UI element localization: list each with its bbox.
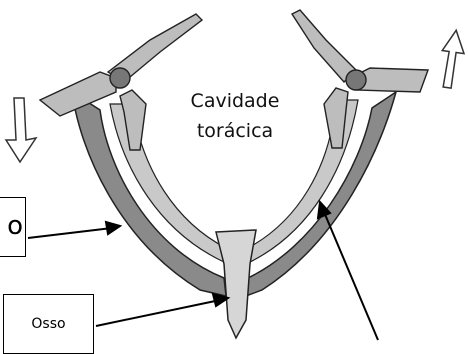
- right-motion-arrow: [437, 29, 467, 89]
- bone-label-box: Osso: [3, 294, 94, 354]
- left-label-box: o: [0, 197, 26, 257]
- bone-label-text: Osso: [31, 316, 65, 332]
- cavity-label-line-2: torácica: [170, 116, 300, 146]
- right-vertebra: [292, 10, 428, 148]
- cavity-label-line-1: Cavidade: [170, 86, 300, 116]
- thoracic-cavity-label: Cavidade torácica: [170, 86, 300, 146]
- left-motion-arrow: [6, 98, 36, 162]
- left-label-text: o: [7, 211, 23, 241]
